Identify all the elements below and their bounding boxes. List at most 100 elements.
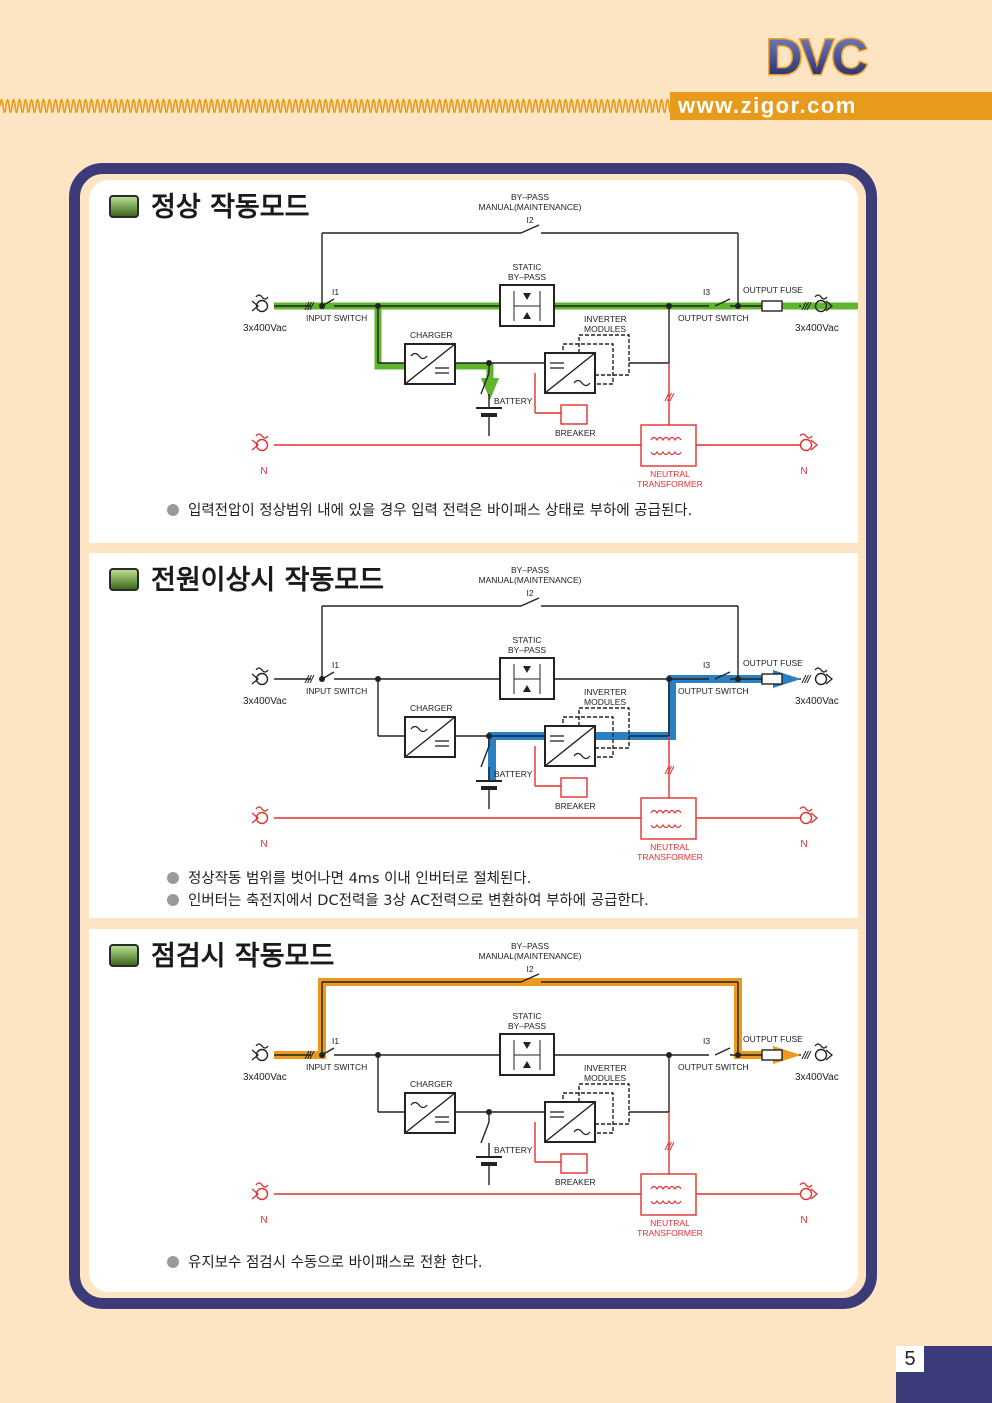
breaker-label: BREAKER — [555, 1177, 596, 1187]
ups-diagram-maintenance: BY–PASSMANUAL(MAINTENANCE)I2STATICBY–PAS… — [243, 941, 839, 1238]
page-number: 5 — [896, 1346, 924, 1372]
inverter-label: MODULES — [584, 1073, 626, 1083]
thyristor-icon — [523, 1061, 531, 1068]
sine-wave-icon — [255, 806, 269, 812]
cable-tick — [307, 301, 312, 311]
arrow-icon — [251, 1049, 260, 1061]
coil-icon — [650, 450, 682, 456]
cable-tick — [669, 1141, 675, 1151]
ac-source-icon — [251, 1182, 269, 1201]
arrow-icon — [810, 812, 819, 824]
cable-tick — [669, 765, 675, 775]
neutral-transformer — [640, 424, 697, 467]
section-bullets: 정상작동 범위를 벗어나면 4ms 이내 인버터로 절체된다. 인버터는 축전지… — [167, 868, 649, 912]
bullet-box-icon — [109, 195, 139, 218]
bypass-label: BY–PASS — [511, 192, 549, 202]
cable-tick — [307, 1050, 312, 1060]
coil-icon — [650, 1185, 682, 1191]
terminal-circle-icon — [255, 1187, 269, 1201]
cable-tick — [801, 674, 807, 684]
inverter — [544, 725, 596, 767]
terminal-circle-icon — [799, 438, 813, 452]
neutral-label: N — [800, 466, 807, 477]
cable-tick — [806, 1050, 812, 1060]
thyristor-icon — [523, 293, 531, 300]
junction-dot — [735, 303, 741, 309]
arrow-icon — [825, 300, 834, 312]
inverter — [544, 352, 596, 394]
charger — [404, 716, 456, 758]
junction-dot — [319, 1052, 325, 1058]
terminal-circle-icon — [255, 438, 269, 452]
neutral-transformer — [640, 1173, 697, 1216]
voltage-label: 3x400Vac — [795, 323, 839, 334]
cable-tick — [307, 674, 312, 684]
bypass-switch — [520, 224, 540, 234]
static-label: BY–PASS — [508, 1021, 546, 1031]
section-title: 전원이상시 작동모드 — [109, 565, 384, 597]
switch-label: INPUT SWITCH — [306, 1062, 367, 1072]
output-switch — [714, 671, 731, 680]
static-label: BY–PASS — [508, 272, 546, 282]
terminal-circle-icon — [799, 811, 813, 825]
output-fuse — [761, 673, 783, 685]
circuit-layer: BY–PASSMANUAL(MAINTENANCE)I2STATICBY–PAS… — [243, 565, 839, 862]
switch-label: I3 — [703, 287, 710, 297]
ac-glyph-icon — [573, 379, 591, 387]
terminal-circle-icon — [255, 1048, 269, 1062]
sine-wave-icon — [814, 294, 828, 300]
thyristor-icon — [523, 666, 531, 673]
breaker-label: BREAKER — [555, 428, 596, 438]
terminal-circle-icon — [799, 1187, 813, 1201]
bullet-dot-icon — [167, 894, 179, 906]
switch-label: OUTPUT SWITCH — [678, 1062, 749, 1072]
bypass-label: MANUAL(MAINTENANCE) — [479, 202, 582, 212]
neutral-transformer-label: TRANSFORMER — [637, 479, 703, 489]
switch-label: I1 — [332, 287, 339, 297]
terminal-circle-icon — [814, 1048, 828, 1062]
cable-tick — [806, 301, 812, 311]
converter-diagonal — [544, 725, 596, 767]
charger — [404, 1092, 456, 1134]
ac-glyph-icon — [573, 1128, 591, 1136]
terminal-circle-icon — [255, 672, 269, 686]
sine-wave-icon — [799, 1182, 813, 1188]
ac-glyph-icon — [573, 752, 591, 760]
bypass-label: MANUAL(MAINTENANCE) — [479, 951, 582, 961]
breaker-box — [560, 1153, 588, 1174]
sine-wave-icon — [255, 294, 269, 300]
ac-output-icon — [799, 433, 819, 452]
inverter-label: MODULES — [584, 324, 626, 334]
cable-tick — [309, 674, 315, 684]
cable-tick — [669, 392, 675, 402]
coil-icon — [650, 436, 682, 442]
cable-tick — [667, 392, 672, 402]
bypass-switch — [520, 597, 540, 607]
ac-output-icon — [814, 294, 834, 313]
cable-tick — [801, 1050, 807, 1060]
switch-label: OUTPUT SWITCH — [678, 313, 749, 323]
inverter-label: INVERTER — [584, 1063, 627, 1073]
ac-source-icon — [251, 1043, 269, 1062]
converter-diagonal — [404, 1092, 456, 1134]
bullet-box-icon — [109, 944, 139, 967]
battery-label: BATTERY — [494, 396, 533, 406]
switch-label: INPUT SWITCH — [306, 313, 367, 323]
inverter-label: INVERTER — [584, 687, 627, 697]
arrow-icon — [251, 812, 260, 824]
transformer-box — [640, 424, 697, 467]
arrow-icon — [810, 439, 819, 451]
thyristor-icon — [523, 685, 531, 692]
cable-tick — [664, 1141, 670, 1151]
neutral-label: N — [260, 466, 267, 477]
section-title: 점검시 작동모드 — [109, 941, 334, 973]
cable-tick — [304, 1050, 310, 1060]
output-switch — [714, 298, 731, 307]
switch-label: I3 — [703, 1036, 710, 1046]
cable-tick — [309, 301, 315, 311]
voltage-label: 3x400Vac — [243, 323, 287, 334]
cable-tick — [664, 392, 670, 402]
static-label: STATIC — [513, 262, 542, 272]
junction-dot — [319, 676, 325, 682]
arrow-icon — [251, 1188, 260, 1200]
